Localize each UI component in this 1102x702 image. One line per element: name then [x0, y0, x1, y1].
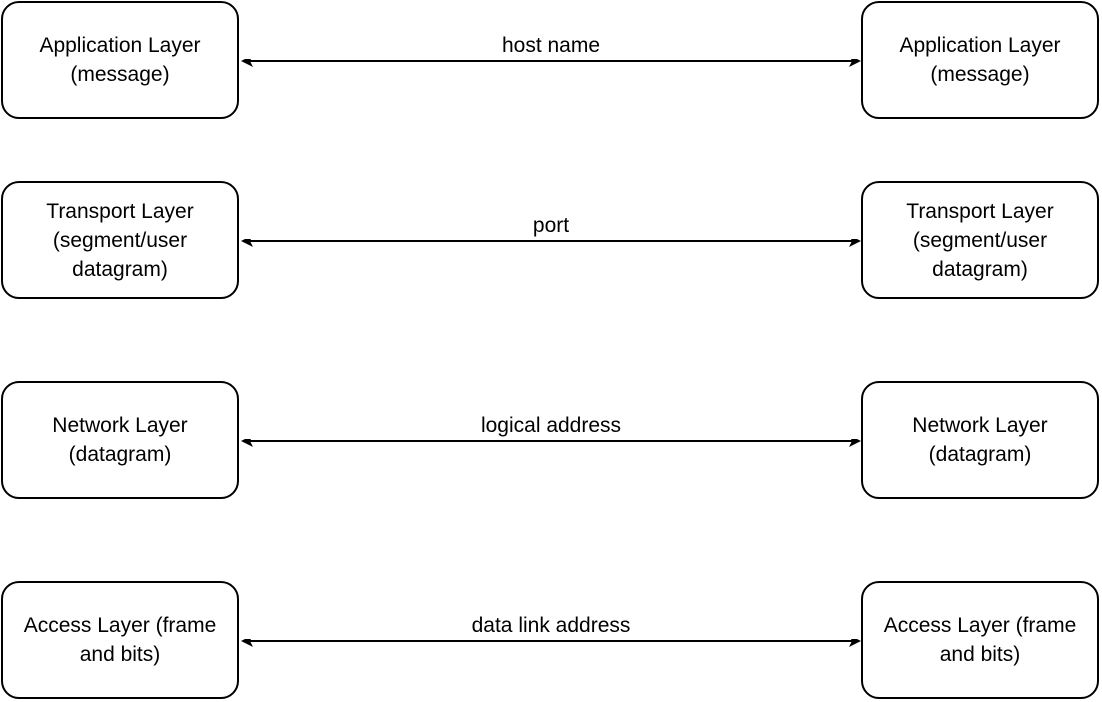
edge-label-text: port	[530, 214, 572, 237]
connection-label-port: port	[241, 213, 861, 239]
access-layer-node-left: Access Layer (frame and bits)	[1, 581, 239, 699]
connection-label-data-link-address: data link address	[241, 613, 861, 639]
access-layer-node-right: Access Layer (frame and bits)	[861, 581, 1099, 699]
connection-label-host-name: host name	[241, 33, 861, 59]
network-layer-node-right: Network Layer (datagram)	[861, 381, 1099, 499]
connection-label-logical-address: logical address	[241, 413, 861, 439]
node-label: Network Layer (datagram)	[912, 414, 1048, 466]
node-label: Application Layer (message)	[39, 34, 201, 86]
transport-layer-node-right: Transport Layer (segment/user datagram)	[861, 181, 1099, 299]
edge-label-text: host name	[499, 34, 603, 57]
edge-label-text: logical address	[478, 414, 624, 437]
transport-layer-node-left: Transport Layer (segment/user datagram)	[1, 181, 239, 299]
application-layer-node-left: Application Layer (message)	[1, 1, 239, 119]
network-layer-node-left: Network Layer (datagram)	[1, 381, 239, 499]
node-label: Access Layer (frame and bits)	[883, 614, 1077, 666]
node-label: Transport Layer (segment/user datagram)	[906, 199, 1054, 281]
node-label: Access Layer (frame and bits)	[23, 614, 217, 666]
node-label: Application Layer (message)	[899, 34, 1061, 86]
node-label: Transport Layer (segment/user datagram)	[46, 199, 194, 281]
edge-label-text: data link address	[469, 614, 633, 637]
node-label: Network Layer (datagram)	[52, 414, 188, 466]
application-layer-node-right: Application Layer (message)	[861, 1, 1099, 119]
